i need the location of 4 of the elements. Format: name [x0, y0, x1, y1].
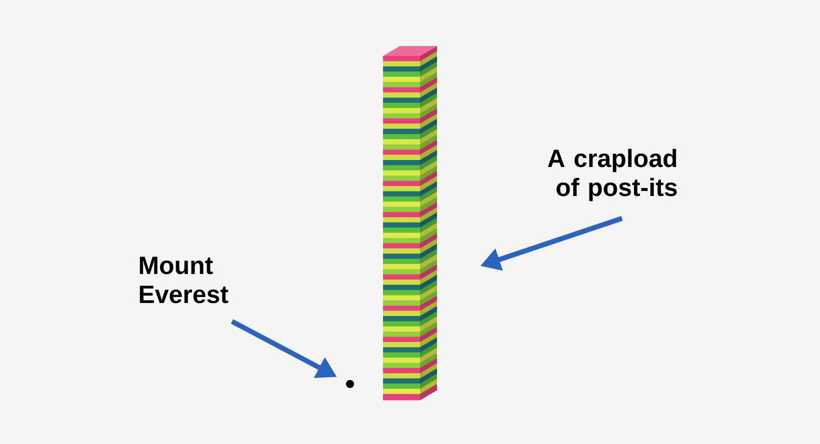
- post-it-stack-drawing: [383, 46, 437, 400]
- dot: [346, 380, 354, 388]
- label-text: A crapload of post-its: [548, 148, 677, 202]
- label-text: Mount Everest: [140, 256, 228, 304]
